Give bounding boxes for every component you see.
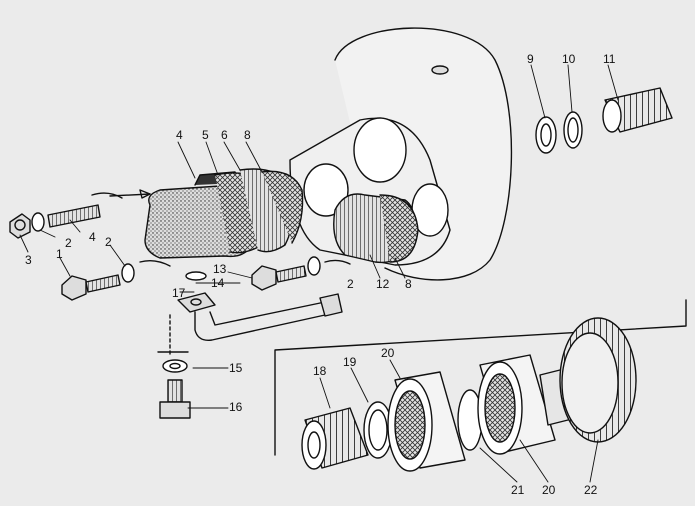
gearbox-cover bbox=[333, 193, 419, 264]
bolt-assembly-lower bbox=[61, 259, 171, 301]
bolt-assembly-bottom bbox=[159, 359, 191, 419]
callout-20-left: 20 bbox=[381, 346, 395, 360]
callout-18: 18 bbox=[313, 364, 327, 378]
bolt-assembly-right bbox=[251, 256, 351, 291]
callout-21: 21 bbox=[511, 483, 525, 497]
callout-16: 16 bbox=[229, 400, 243, 414]
callout-17: 17 bbox=[172, 286, 186, 300]
assembly-link-line bbox=[274, 299, 687, 456]
leader-lines bbox=[19, 64, 619, 483]
oil-pipe bbox=[157, 271, 343, 356]
callout-2-right: 2 bbox=[347, 277, 354, 291]
callout-11: 11 bbox=[603, 52, 616, 66]
callout-2-upper: 2 bbox=[65, 236, 72, 250]
callout-22: 22 bbox=[584, 483, 598, 497]
callout-3: 3 bbox=[25, 253, 32, 267]
callout-4: 4 bbox=[89, 230, 96, 244]
callout-15: 15 bbox=[229, 361, 243, 375]
callout-9: 9 bbox=[527, 52, 534, 66]
callout-7: 6 bbox=[221, 128, 228, 142]
callout-5: 4 bbox=[176, 128, 183, 142]
callout-10: 10 bbox=[562, 52, 576, 66]
shaft-assembly bbox=[301, 317, 637, 472]
flange-rings bbox=[214, 168, 304, 254]
callout-labels: 4 5 6 8 9 10 11 3 2 4 1 2 12 8 2 13 14 1… bbox=[25, 52, 616, 497]
callout-1: 1 bbox=[56, 247, 63, 261]
callout-8: 8 bbox=[244, 128, 251, 142]
callout-2-mid: 2 bbox=[105, 235, 112, 249]
callout-19: 19 bbox=[343, 355, 357, 369]
callout-12: 12 bbox=[376, 277, 390, 291]
callout-20-right: 20 bbox=[542, 483, 556, 497]
callout-13: 13 bbox=[213, 262, 227, 276]
splined-hub-group bbox=[535, 87, 673, 154]
bolt-assembly-upper bbox=[9, 189, 151, 239]
callout-14: 14 bbox=[211, 276, 225, 290]
callout-8-lower: 8 bbox=[405, 277, 412, 291]
callout-6: 5 bbox=[202, 128, 209, 142]
